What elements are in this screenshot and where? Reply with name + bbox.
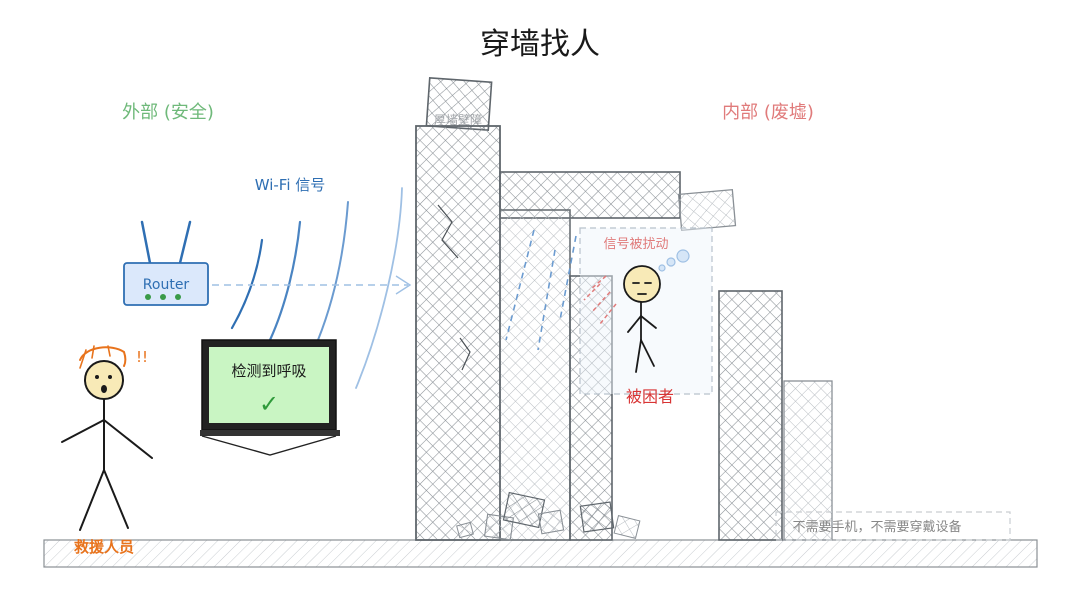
debris-pillar-left (499, 209, 571, 541)
note-box (775, 511, 1011, 541)
wall-top-label: 厚墙壁障 (434, 112, 482, 127)
note-label: 不需要手机，不需要穿戴设备 (792, 519, 961, 535)
signal-arrow (212, 275, 412, 295)
laptop-icon (200, 339, 340, 456)
debris-pillar-mid (569, 275, 613, 541)
rescuer-figure (61, 345, 153, 531)
router-icon (123, 220, 209, 306)
debris-pillar-right (718, 290, 783, 541)
victim-figure (623, 265, 661, 373)
inside-label: 内部 (废墟) (722, 102, 814, 123)
beam-fragment (677, 189, 737, 231)
interference-marks (583, 275, 617, 325)
wifi-label: Wi-Fi 信号 (255, 176, 326, 194)
victim-zone (579, 227, 713, 395)
diagram-title: 穿墙找人 (480, 27, 600, 62)
check-icon: ✓ (259, 390, 279, 418)
outside-label: 外部 (安全) (122, 102, 214, 123)
thick-wall (415, 125, 501, 541)
thought-bubble-icon (658, 249, 690, 272)
rescuer-label: 救援人员 (74, 538, 134, 556)
interference-label: 信号被扰动 (603, 237, 668, 252)
laptop-screen-text: 检测到呼吸 (231, 362, 306, 380)
router-label: Router (143, 277, 190, 293)
rescuer-exclaim: !! (136, 348, 148, 366)
victim-label: 被困者 (626, 387, 674, 406)
debris-pillar-far-right (783, 380, 833, 541)
ground-strip (43, 539, 1038, 568)
penetrating-signal (505, 229, 577, 351)
rubble-pile (456, 491, 641, 541)
